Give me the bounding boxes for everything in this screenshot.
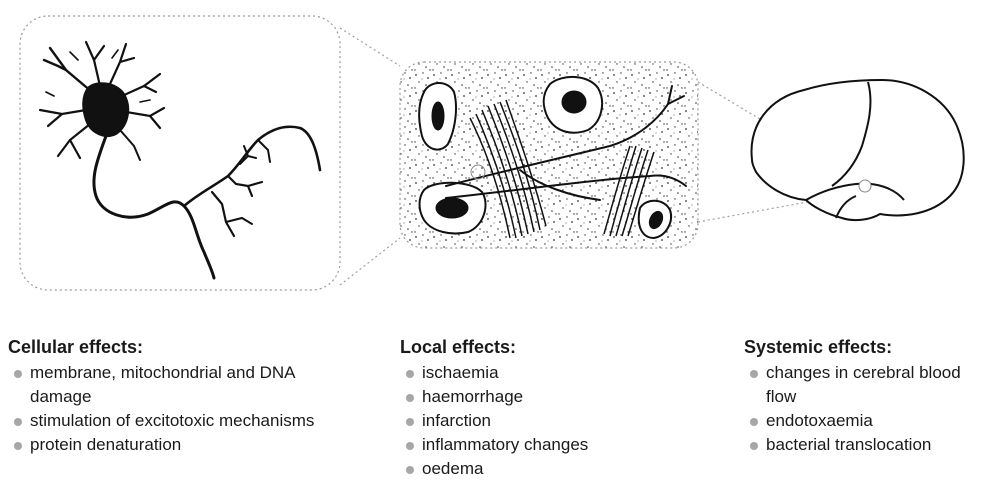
systemic-effects-panel: Systemic effects: changes in cerebral bl… (744, 336, 980, 457)
local-effects-panel: Local effects: ischaemia haemorrhage inf… (400, 336, 700, 481)
list-item: protein denaturation (8, 433, 338, 457)
list-item-text: haemorrhage (422, 387, 523, 406)
bullet-icon (750, 370, 758, 378)
bullet-icon (406, 442, 414, 450)
cellular-effects-list: membrane, mitochondrial and DNA damage s… (8, 361, 338, 457)
list-item: inflammatory changes (400, 433, 700, 457)
list-item: bacterial translocation (744, 433, 980, 457)
list-item-text: membrane, mitochondrial and DNA damage (30, 363, 295, 406)
list-item-text: oedema (422, 459, 483, 478)
brain-icon (752, 80, 964, 220)
list-item: haemorrhage (400, 385, 700, 409)
local-effects-list: ischaemia haemorrhage infarction inflamm… (400, 361, 700, 481)
list-item: ischaemia (400, 361, 700, 385)
bullet-icon (750, 442, 758, 450)
list-item: stimulation of excitotoxic mechanisms (8, 409, 338, 433)
list-item: endotoxaemia (744, 409, 980, 433)
list-item: oedema (400, 457, 700, 481)
bullet-icon (14, 418, 22, 426)
cellular-effects-panel: Cellular effects: membrane, mitochondria… (8, 336, 338, 457)
bullet-icon (406, 418, 414, 426)
list-item-text: changes in cerebral blood flow (766, 363, 961, 406)
systemic-effects-heading: Systemic effects: (744, 336, 980, 359)
local-effects-heading: Local effects: (400, 336, 700, 359)
list-item-text: infarction (422, 411, 491, 430)
list-item-text: protein denaturation (30, 435, 181, 454)
bullet-icon (14, 370, 22, 378)
list-item-text: ischaemia (422, 363, 499, 382)
list-item-text: stimulation of excitotoxic mechanisms (30, 411, 314, 430)
cellular-panel-frame (20, 16, 340, 290)
diagram-illustration (0, 0, 982, 310)
list-item: changes in cerebral blood flow (744, 361, 980, 409)
bullet-icon (406, 394, 414, 402)
bullet-icon (406, 370, 414, 378)
list-item-text: endotoxaemia (766, 411, 873, 430)
list-item: membrane, mitochondrial and DNA damage (8, 361, 338, 409)
list-item: infarction (400, 409, 700, 433)
list-item-text: bacterial translocation (766, 435, 931, 454)
brain-focus-circle (859, 180, 871, 192)
bullet-icon (750, 418, 758, 426)
bullet-icon (406, 466, 414, 474)
systemic-effects-list: changes in cerebral blood flow endotoxae… (744, 361, 980, 457)
cellular-effects-heading: Cellular effects: (8, 336, 338, 359)
list-item-text: inflammatory changes (422, 435, 588, 454)
bullet-icon (14, 442, 22, 450)
